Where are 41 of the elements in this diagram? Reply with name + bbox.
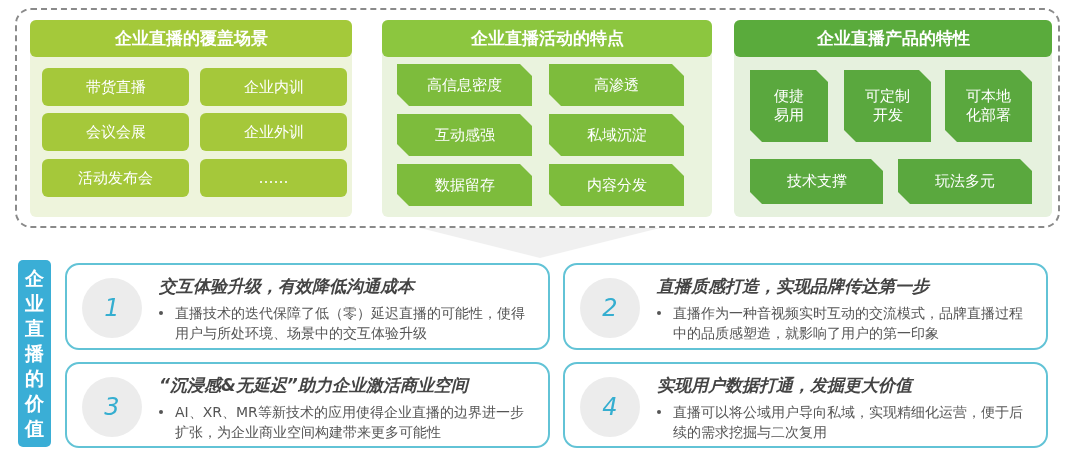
trait-tile: 技术支撑 (750, 159, 883, 204)
value-card (563, 263, 1048, 350)
category-panel (30, 20, 352, 217)
trait-tile: 便捷易用 (750, 70, 828, 142)
scenario-tile: 活动发布会 (42, 159, 189, 197)
feature-tile: 高渗透 (549, 64, 684, 106)
category-panel (382, 20, 712, 217)
scenario-tile: 会议会展 (42, 113, 189, 151)
panel-heading: 企业直播活动的特点 (382, 20, 712, 57)
card-heading: 直播质感打造，实现品牌传达第一步 (657, 275, 932, 298)
scenario-tile: 企业外训 (200, 113, 347, 151)
scenario-tile: 带货直播 (42, 68, 189, 106)
number-circle: 4 (580, 377, 640, 437)
panel-heading: 企业直播产品的特性 (734, 20, 1052, 57)
value-card (65, 362, 550, 448)
side-band: 企业直播的价值 (18, 260, 51, 447)
category-panel (734, 20, 1052, 217)
trait-tile: 玩法多元 (898, 159, 1032, 204)
feature-tile: 私域沉淀 (549, 114, 684, 156)
bullet-text: 直播技术的迭代保障了低（零）延迟直播的可能性，使得用户与所处环境、场景中的交互体验升级 (175, 304, 526, 343)
feature-tile: 内容分发 (549, 164, 684, 206)
dashed-frame (15, 8, 1060, 228)
feature-tile: 互动感强 (397, 114, 532, 156)
feature-tile: 高信息密度 (397, 64, 532, 106)
number-circle: 1 (82, 278, 142, 338)
trait-tile: 可本地化部署 (945, 70, 1032, 142)
bullet-text: 直播作为一种音视频实时互动的交流模式，品牌直播过程中的品质感塑造，就影响了用户的第一印象 (673, 304, 1024, 343)
bullet-text: 直播可以将公域用户导向私域，实现精细化运营，便于后续的需求挖掘与二次复用 (673, 403, 1024, 442)
card-heading: “沉浸感&无延迟”助力企业激活商业空间 (159, 374, 471, 397)
feature-tile: 数据留存 (397, 164, 532, 206)
scenario-tile: …… (200, 159, 347, 197)
value-card (65, 263, 550, 350)
card-heading: 实现用户数据打通，发掘更大价值 (657, 374, 915, 397)
number-circle: 3 (82, 377, 142, 437)
value-card (563, 362, 1048, 448)
panel-heading: 企业直播的覆盖场景 (30, 20, 352, 57)
trait-tile: 可定制开发 (844, 70, 931, 142)
number-circle: 2 (580, 278, 640, 338)
scenario-tile: 企业内训 (200, 68, 347, 106)
card-heading: 交互体验升级，有效降低沟通成本 (159, 275, 417, 298)
bullet-text: AI、XR、MR等新技术的应用使得企业直播的边界进一步扩张，为企业商业空间构建带来更多可能性 (175, 403, 525, 442)
